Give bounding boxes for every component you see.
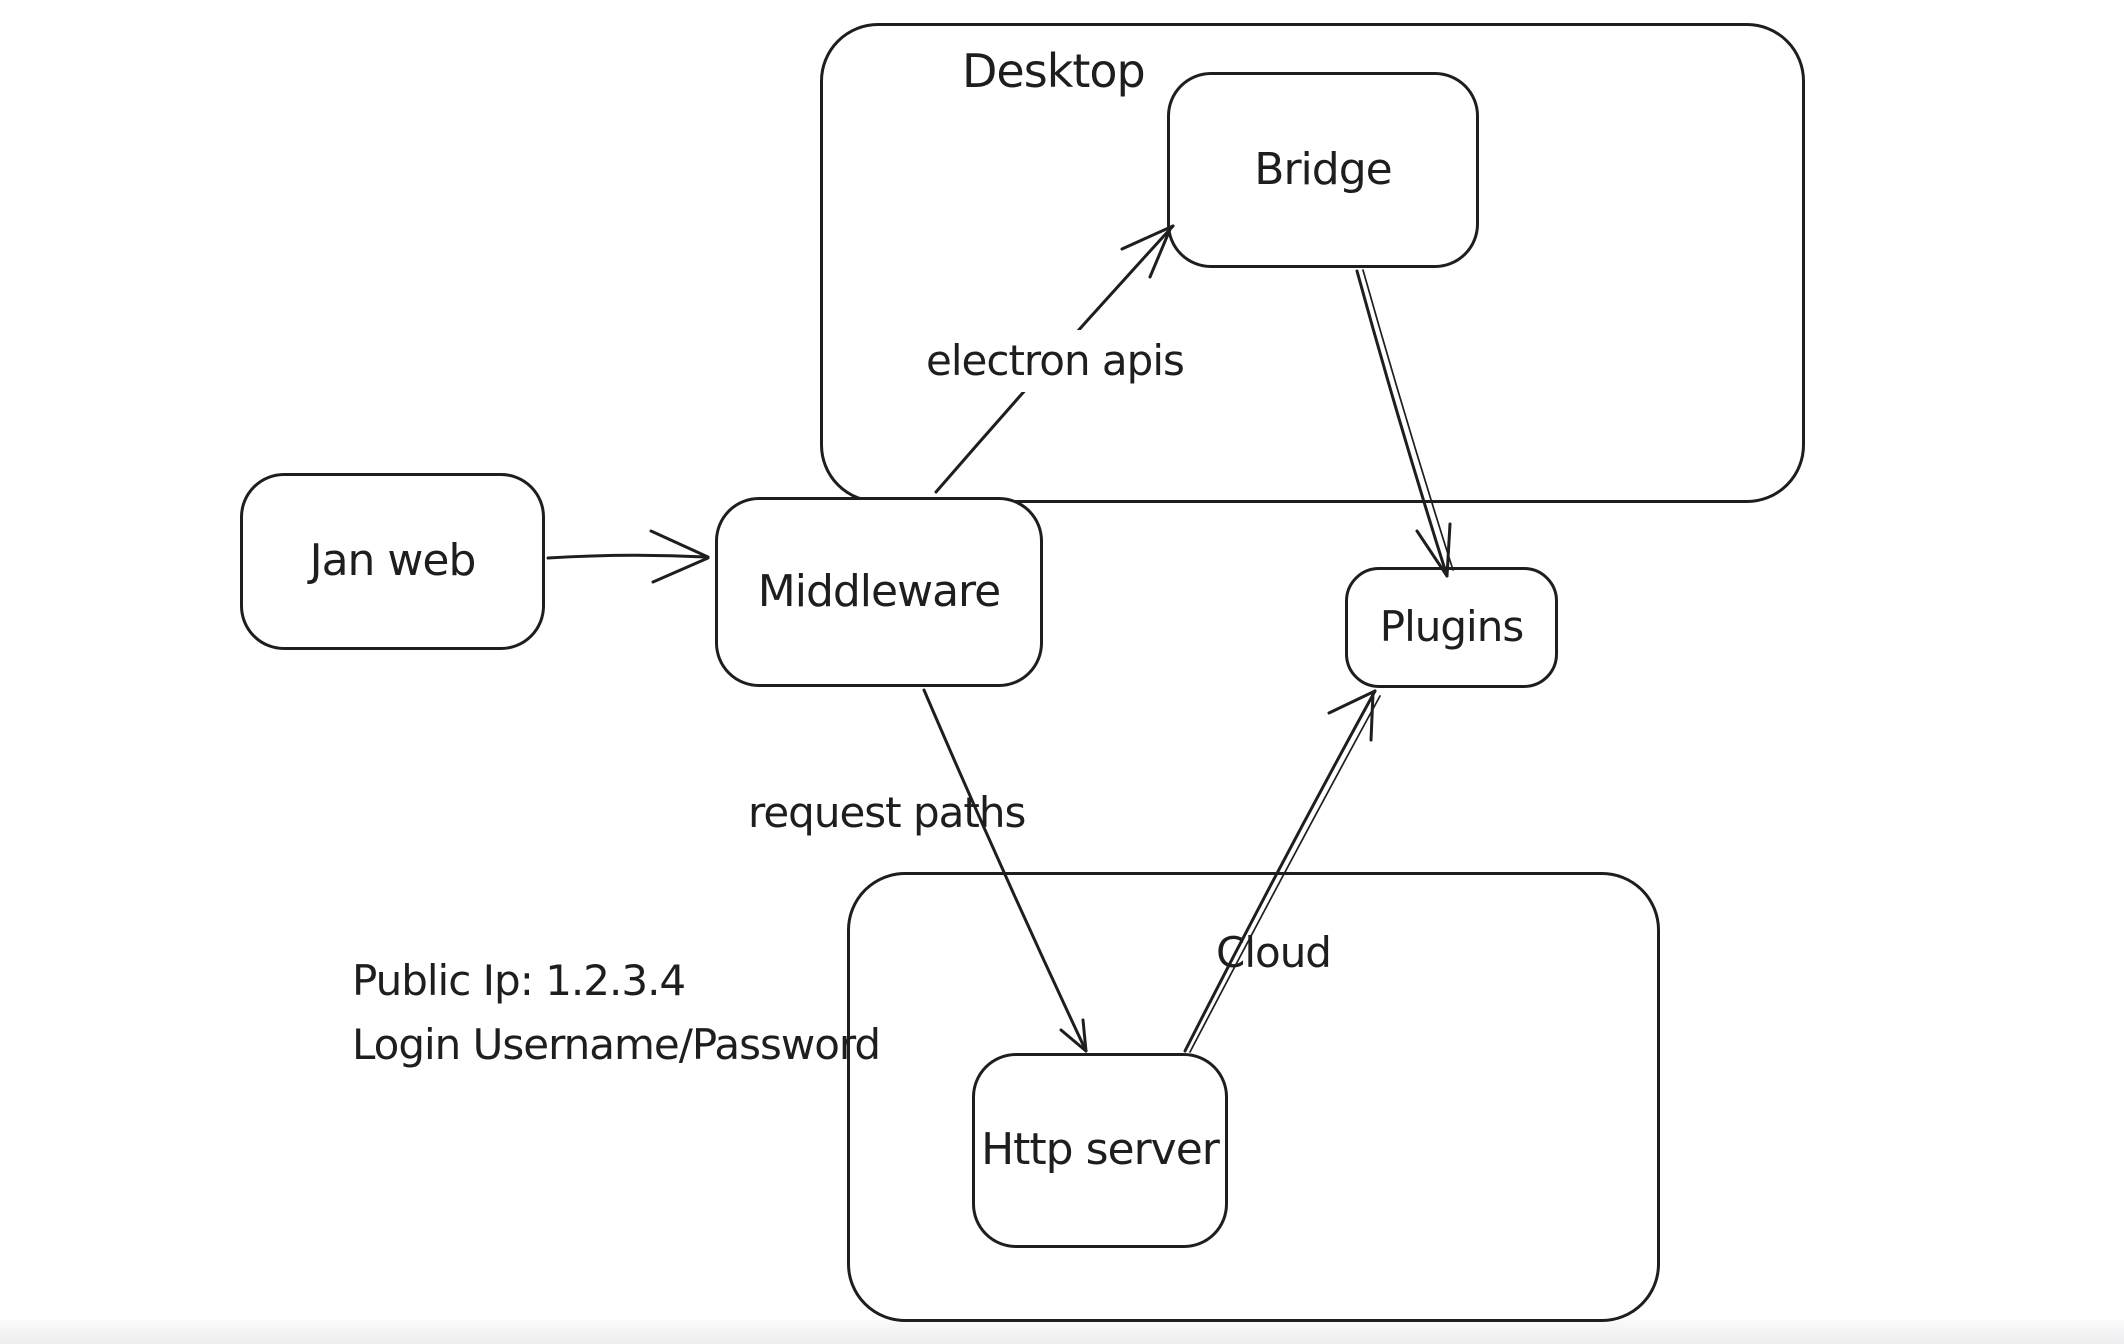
http-server-label: Http server — [981, 1124, 1220, 1176]
credentials-note[interactable]: Public Ip: 1.2.3.4 Login Username/Passwo… — [352, 956, 881, 1085]
arrowhead-into-middleware — [649, 529, 710, 584]
node-http-server[interactable]: Http server — [972, 1053, 1228, 1248]
login-text: Login Username/Password — [352, 1020, 881, 1070]
edge-label-request-paths[interactable]: request paths — [748, 788, 1026, 837]
middleware-label: Middleware — [757, 565, 1001, 617]
jan-web-label: Jan web — [309, 535, 477, 587]
page-bottom-edge — [0, 1320, 2124, 1344]
public-ip-text: Public Ip: 1.2.3.4 — [352, 956, 686, 1005]
node-plugins[interactable]: Plugins — [1345, 567, 1558, 688]
arrowhead-into-plugins-bottom — [1327, 689, 1377, 742]
node-middleware[interactable]: Middleware — [715, 497, 1043, 687]
desktop-container-label[interactable]: Desktop — [962, 44, 1146, 98]
cloud-container-label[interactable]: Cloud — [1216, 928, 1332, 977]
edge-jan-web-to-middleware[interactable] — [546, 529, 710, 584]
plugins-label: Plugins — [1379, 602, 1524, 652]
desktop-container[interactable] — [820, 23, 1805, 503]
node-bridge[interactable]: Bridge — [1167, 72, 1479, 268]
bridge-label: Bridge — [1254, 143, 1392, 195]
node-jan-web[interactable]: Jan web — [240, 473, 545, 650]
edge-label-electron-apis[interactable]: electron apis — [916, 330, 1194, 393]
